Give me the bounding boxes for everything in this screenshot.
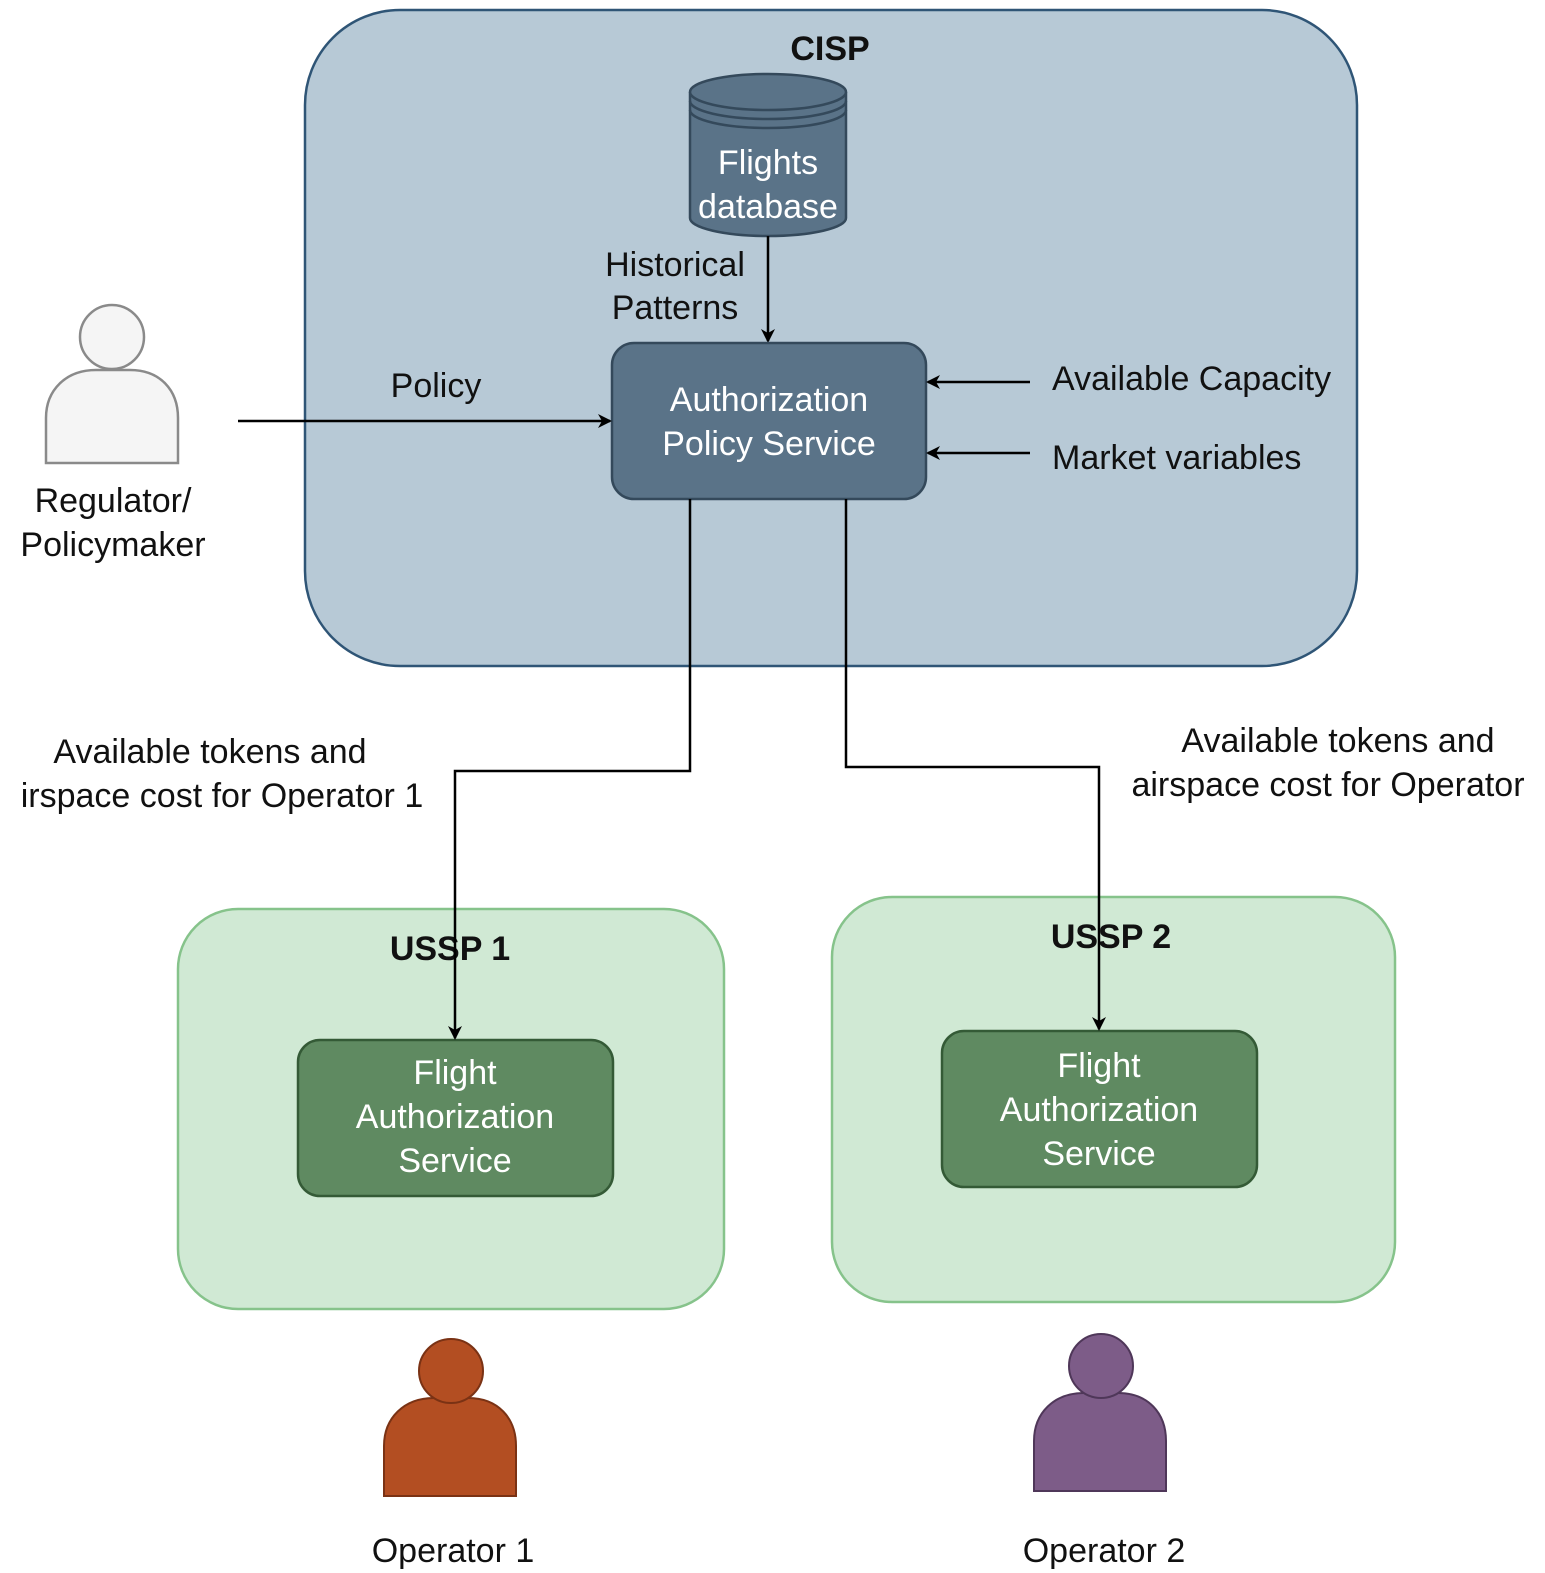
ussp1-service-line1: Flight xyxy=(413,1054,497,1092)
policy-service-label-line2: Policy Service xyxy=(662,425,876,463)
op1-output-label-line1: Available tokens and xyxy=(53,733,366,771)
operator2-body xyxy=(1033,1392,1167,1492)
database-ring-1 xyxy=(688,100,848,121)
regulator-person-icon xyxy=(44,303,180,465)
operator2-person-icon xyxy=(1033,1333,1167,1492)
ussp2-title: USSP 2 xyxy=(1051,918,1171,956)
regulator-label-line2: Policymaker xyxy=(20,526,205,564)
ussp2-service-line1: Flight xyxy=(1057,1047,1141,1085)
ussp1-service-line2: Authorization xyxy=(356,1098,554,1136)
database-top xyxy=(688,72,848,112)
op2-output-label-line2: airspace cost for Operator xyxy=(1131,766,1524,804)
historical-label-line1: Historical xyxy=(605,246,745,284)
database-ring-2 xyxy=(688,109,848,130)
market-label: Market variables xyxy=(1052,439,1301,477)
cisp-title: CISP xyxy=(790,30,869,68)
operator1-output-arrow xyxy=(448,499,692,1040)
regulator-label-line1: Regulator/ xyxy=(35,482,192,520)
operator1-head xyxy=(418,1338,484,1404)
operator2-label: Operator 2 xyxy=(1023,1532,1186,1570)
ussp2-flight-authorization-service xyxy=(940,1029,1259,1189)
policy-service-label-line1: Authorization xyxy=(670,381,868,419)
regulator-head xyxy=(78,303,146,371)
ussp1-flight-authorization-service xyxy=(296,1038,615,1198)
regulator-body xyxy=(44,368,180,465)
ussp1-title: USSP 1 xyxy=(390,930,510,968)
operator1-person-icon xyxy=(383,1338,517,1497)
operator2-output-arrow xyxy=(844,499,1106,1031)
operator1-body xyxy=(383,1397,517,1497)
cisp-container xyxy=(303,8,1359,668)
ussp2-service-line2: Authorization xyxy=(1000,1091,1198,1129)
database-label-line1: Flights xyxy=(718,144,818,182)
ussp1-service-line3: Service xyxy=(398,1142,511,1180)
database-label-line2: database xyxy=(698,188,838,226)
authorization-policy-service xyxy=(610,341,928,501)
op1-output-label-line2: irspace cost for Operator 1 xyxy=(21,777,424,815)
policy-label: Policy xyxy=(391,367,482,405)
capacity-label: Available Capacity xyxy=(1052,360,1331,398)
operator2-head xyxy=(1068,1333,1134,1399)
ussp2-service-line3: Service xyxy=(1042,1135,1155,1173)
op2-output-label-line1: Available tokens and xyxy=(1181,722,1494,760)
historical-label-line2: Patterns xyxy=(612,289,739,327)
operator1-label: Operator 1 xyxy=(372,1532,535,1570)
